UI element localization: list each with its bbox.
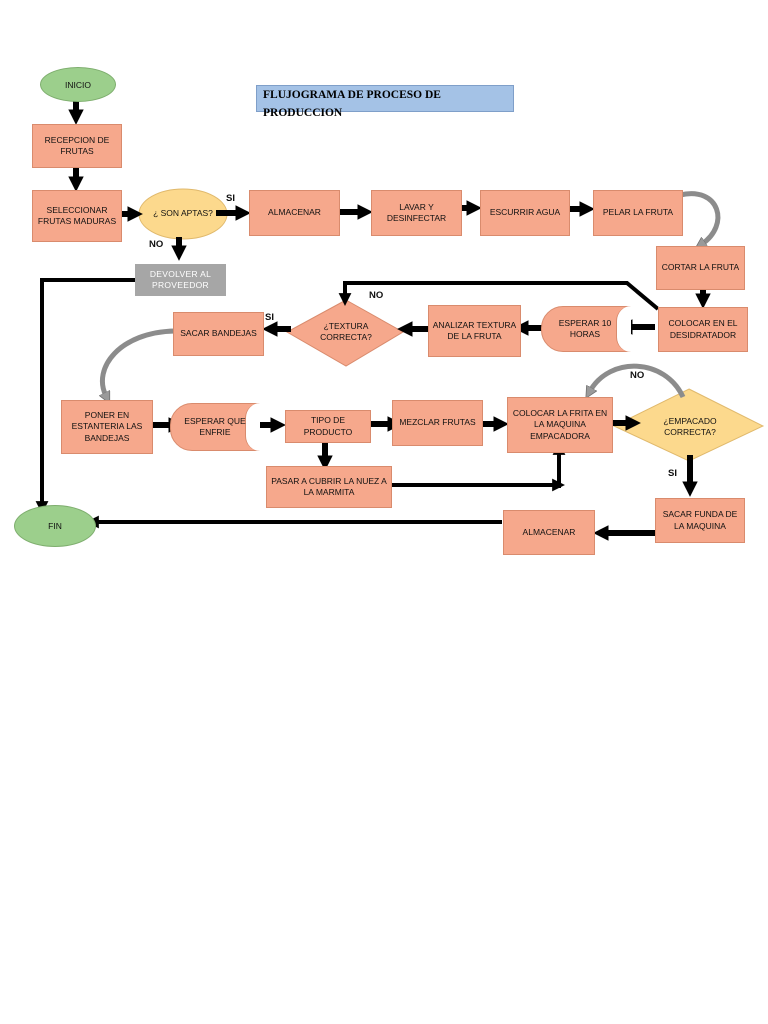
node-pasar-marmita: PASAR A CUBRIR LA NUEZ A LA MARMITA	[266, 466, 392, 508]
node-analizar-label: ANALIZAR TEXTURA DE LA FRUTA	[432, 319, 517, 341]
node-devolver-label: DEVOLVER AL PROVEEDOR	[149, 268, 212, 290]
node-sacar-funda-label: SACAR FUNDA DE LA MAQUINA	[662, 509, 738, 531]
node-tipo-producto-label: TIPO DE PRODUCTO	[303, 415, 353, 437]
node-poner-estanteria: PONER EN ESTANTERIA LAS BANDEJAS	[61, 400, 153, 454]
node-sacar-bandejas-label: SACAR BANDEJAS	[180, 328, 257, 339]
decision-empacado-label: ¿EMPACADO CORRECTA?	[663, 415, 717, 437]
node-esperar-10	[541, 306, 631, 352]
node-fin-label: FIN	[48, 521, 62, 531]
node-recepcion-label: RECEPCION DE FRUTAS	[44, 134, 110, 156]
node-lavar-label: LAVAR Y DESINFECTAR	[386, 201, 447, 223]
node-mezclar-label: MEZCLAR FRUTAS	[399, 417, 476, 428]
node-mezclar: MEZCLAR FRUTAS	[392, 400, 483, 446]
node-pelar: PELAR LA FRUTA	[593, 190, 683, 236]
decision-son-aptas-label: ¿ SON APTAS?	[153, 208, 213, 219]
node-esperar-enfrie-text: ESPERAR QUE ENFRIE	[184, 403, 246, 451]
label-aptas-si: SI	[226, 193, 235, 204]
node-tipo-producto: TIPO DE PRODUCTO	[285, 410, 371, 443]
decision-textura-label: ¿TEXTURA CORRECTA?	[320, 320, 372, 342]
node-inicio: INICIO	[40, 67, 116, 102]
node-almacenar-2-label: ALMACENAR	[522, 526, 576, 537]
label-aptas-no: NO	[149, 239, 164, 250]
arrow-devolver-fin	[35, 278, 135, 514]
node-poner-estanteria-label: PONER EN ESTANTERIA LAS BANDEJAS	[71, 410, 143, 443]
node-escurrir-label: ESCURRIR AGUA	[489, 207, 561, 218]
node-inicio-label: INICIO	[65, 79, 91, 90]
curved-arrow-sacar-estanteria	[102, 328, 176, 396]
node-lavar: LAVAR Y DESINFECTAR	[371, 190, 462, 236]
node-colocar-desidratador-label: COLOCAR EN EL DESIDRATADOR	[668, 318, 738, 340]
node-cortar: CORTAR LA FRUTA	[656, 246, 745, 290]
curved-arrow-pelar-cortar	[679, 191, 721, 244]
node-seleccionar: SELECCIONAR FRUTAS MADURAS	[32, 190, 122, 242]
decision-son-aptas: ¿ SON APTAS?	[149, 198, 217, 230]
node-sacar-bandejas: SACAR BANDEJAS	[173, 312, 264, 356]
node-colocar-desidratador: COLOCAR EN EL DESIDRATADOR	[658, 307, 748, 352]
arrow-textura-no	[338, 281, 660, 311]
label-textura-no: NO	[369, 290, 384, 301]
node-almacenar-1: ALMACENAR	[249, 190, 340, 236]
node-esperar-10-text: ESPERAR 10 HORAS	[548, 306, 622, 352]
decision-empacado: ¿EMPACADO CORRECTA?	[650, 410, 730, 444]
node-colocar-empacadora: COLOCAR LA FRITA EN LA MAQUINA EMPACADOR…	[507, 397, 613, 453]
node-pasar-marmita-label: PASAR A CUBRIR LA NUEZ A LA MARMITA	[271, 475, 387, 497]
node-fin: FIN	[14, 505, 96, 547]
node-seleccionar-label: SELECCIONAR FRUTAS MADURAS	[37, 204, 117, 226]
label-empacado-si: SI	[668, 468, 677, 479]
label-textura-si: SI	[265, 312, 274, 323]
node-esperar-enfrie-label: ESPERAR QUE ENFRIE	[184, 415, 246, 437]
node-almacenar-1-label: ALMACENAR	[268, 207, 321, 218]
curved-arrow-empacado-no	[590, 363, 686, 397]
node-sacar-funda: SACAR FUNDA DE LA MAQUINA	[655, 498, 745, 543]
node-recepcion: RECEPCION DE FRUTAS	[32, 124, 122, 168]
node-pelar-label: PELAR LA FRUTA	[602, 207, 674, 218]
decision-textura-shape	[285, 299, 404, 367]
node-esperar-enfrie	[170, 403, 260, 451]
node-devolver: DEVOLVER AL PROVEEDOR	[135, 264, 226, 296]
node-analizar: ANALIZAR TEXTURA DE LA FRUTA	[428, 305, 521, 357]
curved-arrows	[102, 191, 721, 397]
node-cortar-label: CORTAR LA FRUTA	[661, 262, 740, 273]
connector-lines	[35, 278, 660, 529]
diagram-title: FLUJOGRAMA DE PROCESO DE PRODUCCION	[256, 85, 514, 119]
node-almacenar-2: ALMACENAR	[503, 510, 595, 555]
node-esperar-10-label: ESPERAR 10 HORAS	[558, 317, 612, 339]
node-escurrir: ESCURRIR AGUA	[480, 190, 570, 236]
decision-textura: ¿TEXTURA CORRECTA?	[308, 315, 384, 349]
node-colocar-empacadora-label: COLOCAR LA FRITA EN LA MAQUINA EMPACADOR…	[512, 408, 608, 441]
label-empacado-no: NO	[630, 370, 645, 381]
